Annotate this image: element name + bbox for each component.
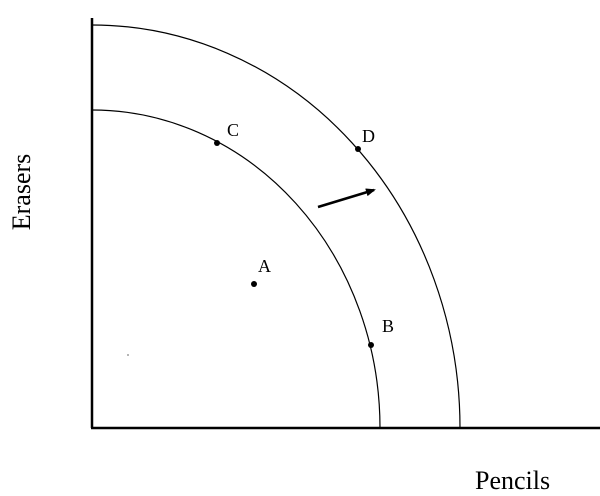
point-a-marker (251, 281, 257, 287)
point-c-marker (214, 140, 220, 146)
stray-dot (127, 354, 129, 356)
point-d-label: D (362, 126, 375, 146)
point-c-label: C (227, 120, 239, 140)
ppf-original-curve (91, 109, 381, 429)
point-b-marker (368, 342, 374, 348)
shift-arrow (317, 188, 376, 209)
ppf-shifted-curve (91, 24, 461, 429)
point-d-marker (355, 146, 361, 152)
point-b-label: B (382, 316, 394, 336)
point-a-label: A (258, 256, 271, 276)
x-axis-label: Pencils (475, 466, 551, 495)
y-axis-label: Erasers (7, 153, 36, 231)
